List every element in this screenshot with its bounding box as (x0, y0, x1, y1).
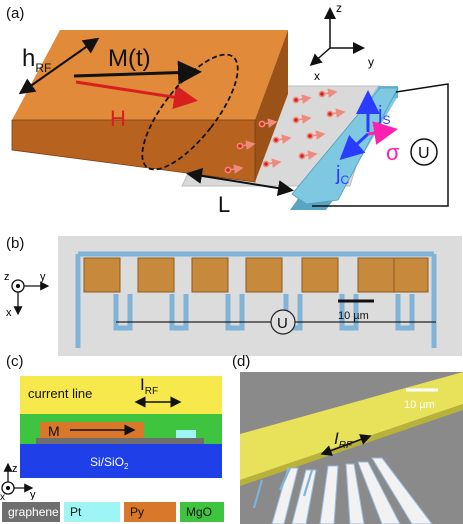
length-label: L (218, 192, 230, 217)
panel-b-label: (b) (6, 235, 24, 252)
axis-c-z: z (12, 463, 18, 475)
field-label: H (110, 106, 126, 131)
field-arrow (75, 80, 198, 110)
panel-a-label: (a) (6, 5, 24, 22)
current-line-label: current line (28, 386, 92, 401)
axes-a (309, 7, 365, 66)
h-rf-arrow (18, 37, 100, 95)
panel-d-label: (d) (232, 353, 250, 370)
spin-polarization-arrow (367, 121, 398, 145)
panel-d: (d) IRF 10 µm (232, 353, 463, 524)
graphene-layer (36, 438, 204, 444)
substrate-label: Si/SiO2 (90, 455, 129, 471)
h-rf-label: hRF (22, 45, 51, 75)
voltmeter (410, 138, 438, 166)
axis-x-label: x (314, 69, 320, 83)
axes-b (11, 279, 50, 316)
permalloy-squares (83, 257, 429, 293)
pt-wires-d (252, 467, 314, 509)
length-arrow (186, 167, 294, 197)
axis-b-y: y (40, 271, 46, 283)
voltage-circuit (312, 83, 449, 207)
axes-c (1, 462, 34, 495)
axis-b-z: z (4, 271, 10, 283)
panel-a: (a) hRF M(t) H (6, 1, 449, 217)
current-line-layer (20, 376, 222, 414)
axis-y-label: y (368, 55, 374, 69)
legend-py: Py (124, 502, 176, 522)
magnet-label-c: M (48, 423, 60, 439)
voltmeter-label: U (418, 145, 430, 162)
substrate-layer (20, 444, 222, 478)
scalebar-b-label: 10 µm (338, 310, 369, 322)
spin-current-label: jS (377, 103, 390, 127)
platinum-wiring (75, 251, 437, 348)
panel-b: (b) U 10 µm z y x (4, 235, 462, 356)
panel-c: (c) current line IRF M Si/SiO2 z y x (0, 353, 222, 500)
spin-polarization-label: σ (386, 140, 400, 165)
i-rf-arrow-d (320, 434, 372, 456)
voltmeter-b-label: U (277, 315, 288, 332)
legend-graphene: graphene (2, 502, 60, 522)
charge-current-label: jC (335, 163, 349, 187)
magnetization-arrow (73, 60, 202, 85)
panel-c-label: (c) (6, 353, 24, 370)
pt-contact (176, 430, 196, 438)
i-rf-label-c: IRF (140, 375, 158, 397)
axis-c-y: y (30, 489, 36, 500)
voltmeter-b (270, 309, 296, 335)
axis-b-x: x (6, 307, 12, 319)
charge-current-arrow (339, 132, 370, 161)
axis-z-label: z (336, 1, 342, 15)
legend-mgo: MgO (180, 502, 224, 522)
axis-c-x: x (0, 492, 5, 500)
electrodes-d (271, 457, 433, 524)
scalebar-d-label: 10 µm (404, 399, 435, 411)
legend-pt: Pt (64, 502, 120, 522)
precession-cone (141, 53, 239, 171)
current-line-d (240, 372, 463, 480)
magnetization-label: M(t) (108, 45, 151, 72)
